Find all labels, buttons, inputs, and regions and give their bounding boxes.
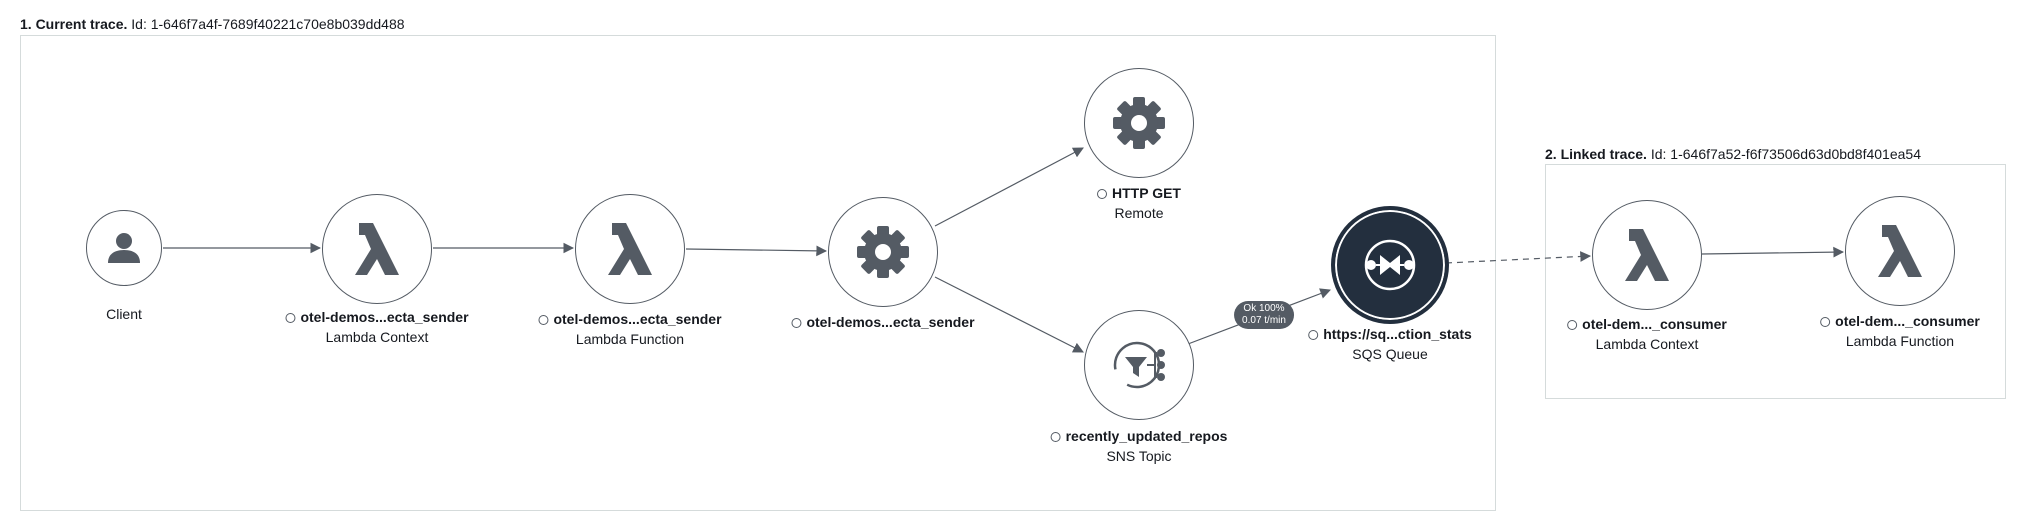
http-get-name[interactable]: HTTP GET	[1112, 185, 1181, 201]
current-trace-id: 1-646f7a4f-7689f40221c70e8b039dd488	[150, 16, 405, 32]
linked-lambda-function-label: otel-dem..._consumer Lambda Function	[1820, 311, 1980, 351]
sqs-queue-node[interactable]	[1332, 207, 1448, 323]
linked-trace-id-label: Id:	[1650, 146, 1667, 162]
lambda-context-label: otel-demos...ecta_sender Lambda Context	[285, 307, 469, 347]
linked-lambda-context-label: otel-dem..._consumer Lambda Context	[1567, 314, 1727, 354]
lambda-icon	[355, 223, 399, 275]
http-get-type: Remote	[1114, 205, 1164, 221]
sqs-queue-type: SQS Queue	[1352, 346, 1428, 362]
http-get-label: HTTP GET Remote	[1097, 183, 1181, 223]
app-label: otel-demos...ecta_sender	[791, 312, 975, 332]
linked-lambda-function-name[interactable]: otel-dem..._consumer	[1835, 313, 1980, 329]
edge-rate: 0.07 t/min	[1242, 315, 1286, 326]
lambda-function-type: Lambda Function	[575, 331, 685, 347]
current-trace-id-label: Id:	[131, 16, 147, 32]
edge-linked-context-to-linked-function[interactable]	[1701, 246, 1845, 258]
linked-lambda-context-node[interactable]	[1592, 200, 1702, 310]
lambda-function-name[interactable]: otel-demos...ecta_sender	[553, 311, 722, 327]
status-circle-icon	[1050, 432, 1061, 442]
gear-icon	[857, 226, 909, 278]
edge-sqs-to-linked-context[interactable]	[1445, 251, 1592, 264]
app-node[interactable]	[828, 197, 938, 307]
edge-stats-badge[interactable]: Ok 100% 0.07 t/min	[1234, 301, 1294, 329]
sns-topic-name[interactable]: recently_updated_repos	[1065, 428, 1228, 444]
sns-topic-label: recently_updated_repos SNS Topic	[1050, 426, 1228, 466]
sns-topic-node[interactable]	[1084, 310, 1194, 420]
edge-app-to-sns[interactable]	[934, 276, 1084, 353]
edge-status: Ok 100%	[1243, 303, 1285, 314]
http-get-node[interactable]	[1084, 68, 1194, 178]
app-name[interactable]: otel-demos...ecta_sender	[806, 314, 975, 330]
linked-trace-label: 2. Linked trace.	[1545, 146, 1647, 162]
gear-icon	[1113, 97, 1165, 149]
edge-lambda-function-to-app[interactable]	[685, 245, 828, 257]
current-trace-label: 1. Current trace.	[20, 16, 128, 32]
status-circle-icon	[538, 315, 549, 325]
lambda-context-node[interactable]	[322, 194, 432, 304]
linked-lambda-context-type: Lambda Context	[1595, 336, 1699, 352]
lambda-function-label: otel-demos...ecta_sender Lambda Function	[538, 309, 722, 349]
sqs-queue-name[interactable]: https://sq...ction_stats	[1323, 326, 1472, 342]
client-label: Client	[106, 304, 142, 324]
linked-lambda-function-node[interactable]	[1845, 196, 1955, 306]
status-circle-icon	[791, 318, 802, 328]
status-circle-icon	[1567, 320, 1578, 330]
current-trace-group	[20, 35, 1496, 511]
lambda-icon	[608, 223, 652, 275]
linked-lambda-function-type: Lambda Function	[1845, 333, 1955, 349]
sns-topic-icon	[1113, 341, 1165, 389]
client-node[interactable]	[86, 210, 162, 286]
status-circle-icon	[1308, 330, 1319, 340]
sqs-queue-label: https://sq...ction_stats SQS Queue	[1308, 324, 1472, 364]
lambda-icon	[1625, 229, 1669, 281]
status-circle-icon	[1097, 189, 1108, 199]
lambda-function-node[interactable]	[575, 194, 685, 304]
sqs-queue-icon	[1364, 239, 1416, 291]
lambda-icon	[1878, 225, 1922, 277]
client-name: Client	[106, 306, 142, 322]
sns-topic-type: SNS Topic	[1106, 448, 1172, 464]
current-trace-title: 1. Current trace. Id: 1-646f7a4f-7689f40…	[20, 16, 405, 32]
status-circle-icon	[1820, 317, 1831, 327]
user-icon	[108, 233, 140, 263]
linked-lambda-context-name[interactable]: otel-dem..._consumer	[1582, 316, 1727, 332]
linked-trace-title: 2. Linked trace. Id: 1-646f7a52-f6f73506…	[1545, 146, 1921, 162]
status-circle-icon	[285, 313, 296, 323]
lambda-context-name[interactable]: otel-demos...ecta_sender	[300, 309, 469, 325]
edge-app-to-http-get[interactable]	[934, 147, 1084, 227]
lambda-context-type: Lambda Context	[325, 329, 429, 345]
linked-trace-id: 1-646f7a52-f6f73506d63d0bd8f401ea54	[1670, 146, 1921, 162]
